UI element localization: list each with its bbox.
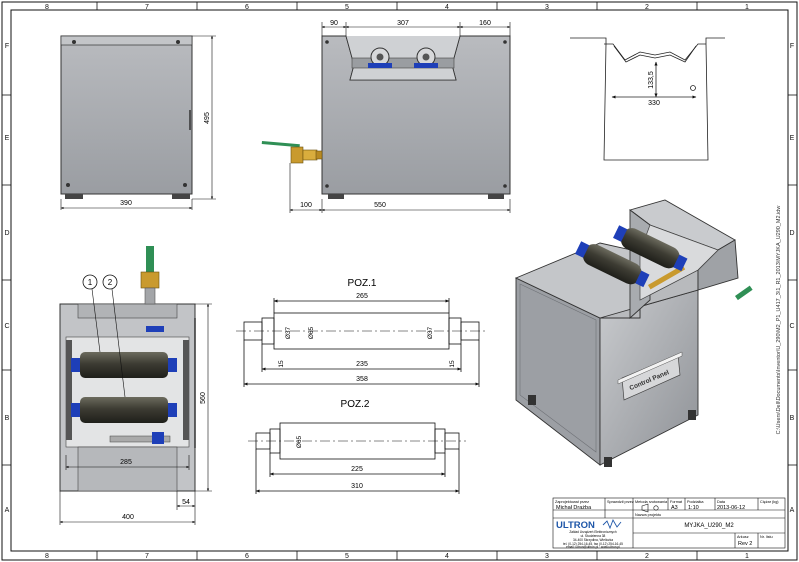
sheet-number-label: Nr. listu <box>760 535 773 539</box>
method-label: Metoda rzutowania <box>635 500 668 504</box>
section-view <box>570 37 725 161</box>
grid-col-label: 8 <box>45 4 49 11</box>
company-name: Zakład Urządzeń Elektronicznych <box>569 530 617 534</box>
date-label: Data <box>717 500 726 504</box>
drawing-name: MYJKA_U290_M2 <box>684 523 734 529</box>
front-width-dimension: 390 <box>120 200 132 207</box>
grid-col-label: 3 <box>545 553 549 560</box>
side-dimension-left: 90 <box>330 20 338 27</box>
side-dimension-mid: 307 <box>397 20 409 27</box>
poz1-total-dimension: 358 <box>356 376 368 383</box>
poz2-total-dimension: 310 <box>351 483 363 490</box>
mass-label: Ciężar (kg) <box>760 500 779 504</box>
top-total-dimension: 400 <box>122 514 134 521</box>
scale-value: 1:10 <box>688 505 699 511</box>
top-offset-dimension: 54 <box>182 499 190 506</box>
file-path: C:\Users\Dell\Documents\Inventor\U_290\M… <box>776 206 782 435</box>
designed-by-label: Zaprojektował przez <box>555 500 589 504</box>
isometric-view <box>514 199 753 467</box>
front-height-dimension: 495 <box>204 112 211 124</box>
poz1-diameter-mid: Ø65 <box>308 326 315 339</box>
grid-col-label: 1 <box>745 4 749 11</box>
top-view <box>59 246 212 525</box>
grid-row-label: E <box>5 135 10 142</box>
company-city: 34-400 Skrzydlna, Wieliczka <box>573 538 613 542</box>
company-web: email: ultron@ultron.pl · www.ultron.pl <box>566 545 620 549</box>
grid-col-label: 4 <box>445 4 449 11</box>
poz2-roller-drawing <box>248 422 466 494</box>
grid-col-label: 2 <box>645 4 649 11</box>
poz2-inner-dimension: 225 <box>351 466 363 473</box>
grid-col-label: 7 <box>145 553 149 560</box>
grid-col-label: 8 <box>45 553 49 560</box>
logo-wave-icon <box>602 518 622 530</box>
poz1-shoulder-right: 15 <box>449 360 456 368</box>
grid-col-label: 4 <box>445 553 449 560</box>
section-width-dimension: 330 <box>648 100 660 107</box>
poz1-inner-dimension: 235 <box>356 361 368 368</box>
grid-row-label: B <box>790 415 795 422</box>
poz1-title: POZ.1 <box>348 278 377 289</box>
company-logo: ULTRON <box>556 520 595 531</box>
top-inner-dimension: 285 <box>120 459 132 466</box>
grid-row-label: C <box>789 323 794 330</box>
poz2-diameter: Ø65 <box>296 435 303 448</box>
grid-col-label: 5 <box>345 4 349 11</box>
poz1-diameter-right: Ø37 <box>427 326 434 339</box>
section-depth-dimension: 133,5 <box>648 71 655 89</box>
grid-row-label: D <box>4 230 9 237</box>
format-value: A3 <box>671 505 678 511</box>
grid-row-label: F <box>5 43 9 50</box>
scale-label: Podziałka <box>687 500 704 504</box>
grid-col-label: 6 <box>245 553 249 560</box>
checked-by-label: Sprawdził przez <box>607 500 634 504</box>
grid-col-label: 3 <box>545 4 549 11</box>
top-height-dimension: 560 <box>200 392 207 404</box>
date-value: 2013-06-12 <box>717 505 745 511</box>
grid-col-label: 2 <box>645 553 649 560</box>
poz1-diameter-left: Ø37 <box>285 326 292 339</box>
project-label: Nazwa projektu <box>635 513 661 517</box>
front-view <box>60 35 216 210</box>
poz2-title: POZ.2 <box>341 399 370 410</box>
format-label: Format <box>670 500 683 504</box>
side-dimension-valve: 100 <box>300 202 312 209</box>
company-phone: tel. (0-12) 254-16-45, fax (0-12) 254-16… <box>563 542 623 546</box>
poz1-shoulder-left: 15 <box>278 360 285 368</box>
grid-col-label: 1 <box>745 553 749 560</box>
side-view <box>261 22 511 213</box>
side-dimension-base: 550 <box>374 202 386 209</box>
grid-row-label: D <box>789 230 794 237</box>
grid-row-label: B <box>5 415 10 422</box>
revision-value: Rev 2 <box>738 541 752 547</box>
poz1-roller-drawing <box>236 298 487 387</box>
grid-col-label: 5 <box>345 553 349 560</box>
grid-col-label: 7 <box>145 4 149 11</box>
title-block <box>552 497 786 549</box>
company-address: ul. Studzienna 38 <box>581 534 606 538</box>
balloon-2-label: 2 <box>108 278 113 287</box>
grid-col-label: 6 <box>245 4 249 11</box>
grid-row-label: E <box>790 135 795 142</box>
grid-row-label: A <box>790 507 795 514</box>
side-dimension-right: 160 <box>479 20 491 27</box>
poz1-overall-dimension: 265 <box>356 293 368 300</box>
balloon-1-label: 1 <box>88 278 93 287</box>
grid-row-label: A <box>5 507 10 514</box>
grid-row-label: F <box>790 43 794 50</box>
grid-row-label: C <box>4 323 9 330</box>
designer-name: Michał Drażba <box>556 505 592 511</box>
sheet-label: Arkusz <box>737 535 749 539</box>
